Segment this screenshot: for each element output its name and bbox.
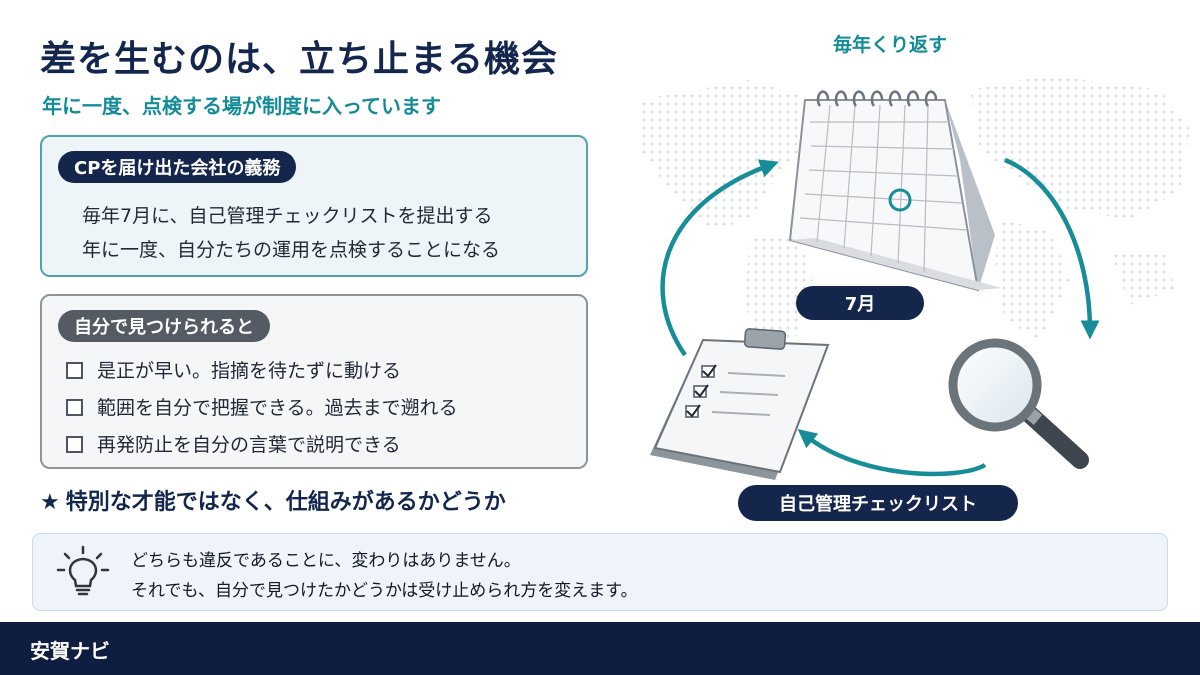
obligation-line-1: 毎年7月に、自己管理チェックリストを提出する	[82, 205, 493, 227]
tagline-text: 特別な才能ではなく、仕組みがあるかどうか	[65, 490, 506, 515]
checklist-label: 自己管理チェックリスト	[738, 485, 1018, 521]
obligation-box: CPを届け出た会社の義務 毎年7月に、自己管理チェックリストを提出する 年に一度…	[40, 135, 588, 277]
calendar-icon	[788, 90, 1002, 292]
note-box: どちらも違反であることに、変わりはありません。 それでも、自分で見つけたかどうか…	[32, 533, 1168, 611]
obligation-line-2: 年に一度、自分たちの運用を点検することになる	[82, 239, 501, 261]
lightbulb-icon	[56, 545, 110, 596]
page-title: 差を生むのは、立ち止まる機会	[40, 39, 559, 80]
checkbox-icon	[66, 436, 83, 453]
benefits-box: 自分で見つけられると 是正が早い。指摘を待たずに動ける 範囲を自分で把握できる。…	[40, 294, 588, 469]
footer-brand: 安賀ナビ	[30, 639, 110, 663]
cycle-heading: 毎年くり返す	[832, 34, 947, 56]
cycle-diagram	[640, 75, 1190, 480]
benefits-heading: 自分で見つけられると	[58, 310, 270, 342]
checkbox-icon	[66, 362, 83, 379]
benefit-item-3: 再発防止を自分の言葉で説明できる	[66, 430, 401, 457]
note-line-2: それでも、自分で見つけたかどうかは受け止められ方を変えます。	[131, 581, 638, 601]
benefit-item-1: 是正が早い。指摘を待たずに動ける	[66, 356, 401, 383]
magnifier-icon	[948, 338, 1089, 469]
tagline: ★特別な才能ではなく、仕組みがあるかどうか	[40, 484, 506, 516]
benefit-text-3: 再発防止を自分の言葉で説明できる	[97, 434, 401, 456]
cycle-arrows	[660, 157, 1100, 477]
note-line-1: どちらも違反であることに、変わりはありません。	[131, 551, 521, 571]
benefit-item-2: 範囲を自分で把握できる。過去まで遡れる	[66, 393, 458, 420]
checkbox-icon	[66, 399, 83, 416]
month-label: 7月	[796, 286, 924, 320]
page-subtitle: 年に一度、点検する場が制度に入っています	[42, 94, 441, 118]
benefit-text-2: 範囲を自分で把握できる。過去まで遡れる	[97, 397, 458, 419]
world-map-decoration	[640, 75, 1190, 360]
clipboard-icon	[650, 328, 830, 480]
footer-bar: 安賀ナビ	[0, 622, 1200, 675]
star-icon: ★	[40, 490, 60, 515]
benefit-text-1: 是正が早い。指摘を待たずに動ける	[97, 360, 402, 382]
obligation-heading: CPを届け出た会社の義務	[58, 151, 297, 183]
